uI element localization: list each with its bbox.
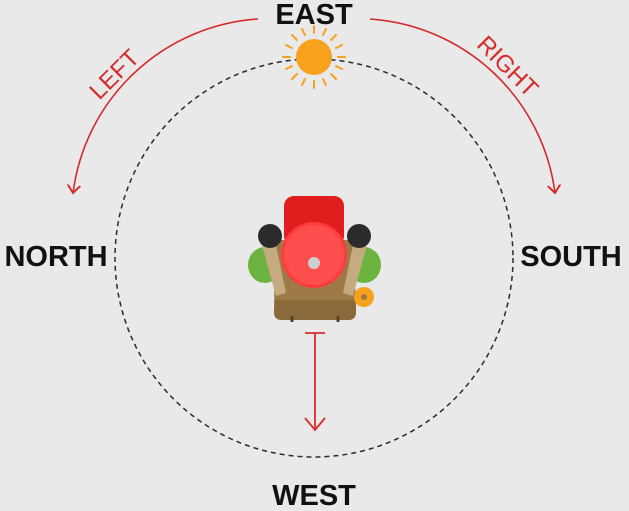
left-turn-arrow — [73, 18, 259, 193]
direction-label-south: SOUTH — [520, 241, 622, 273]
right-turn-arrow — [369, 18, 555, 193]
turn-label-right: RIGHT — [471, 31, 543, 103]
movement-arrow-down — [304, 332, 326, 432]
sun-icon — [282, 25, 346, 89]
turn-label-left: LEFT — [84, 44, 145, 105]
person-top-view-icon — [248, 196, 381, 322]
direction-label-north: NORTH — [4, 241, 107, 273]
direction-label-west: WEST — [272, 480, 356, 511]
